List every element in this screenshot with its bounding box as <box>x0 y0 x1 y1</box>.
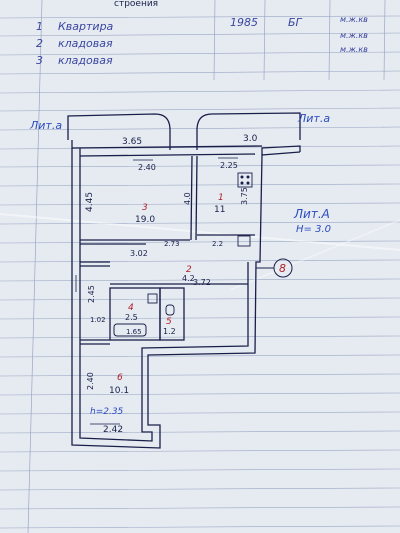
liter-left: Лит.а <box>29 119 62 132</box>
dim-corridor-len: 3.72 <box>193 278 211 287</box>
room-labels: 1 11 2 4.2 3 19.0 4 2.5 5 1.2 6 10.1 <box>109 193 225 396</box>
row-unit: БГ <box>288 16 303 29</box>
dim-room3-side: 4.0 <box>183 192 192 205</box>
room-4: 4 2.5 <box>125 303 138 322</box>
column-lines <box>27 0 386 533</box>
room-area: 2.5 <box>125 313 138 322</box>
row-value: 1985 <box>230 16 258 29</box>
row-num: 1 <box>36 20 43 33</box>
dim-left-low: 1.02 <box>90 316 106 324</box>
header-row-1: 1 Квартира 1985 БГ м.ж.кв <box>36 15 368 33</box>
room-area: 19.0 <box>135 215 155 225</box>
room-3: 3 19.0 <box>135 203 155 225</box>
room-area: 11 <box>214 205 225 215</box>
dim-corridor: 3.02 <box>130 249 148 258</box>
height-left: h=2.35 <box>90 407 124 417</box>
dim-left-mid: 2.45 <box>87 285 96 303</box>
liter-right-top: Лит.а <box>297 112 330 125</box>
dim-bottom-side: 2.40 <box>86 372 95 390</box>
room-2: 2 4.2 <box>182 265 195 283</box>
dim-small2: 2.2 <box>212 240 223 248</box>
room-5: 5 1.2 <box>163 317 176 336</box>
dim-small1: 2.73 <box>164 240 180 248</box>
dim-mid-door: 2.40 <box>138 163 156 172</box>
row-label: кладовая <box>58 37 113 50</box>
room-area: 1.2 <box>163 327 176 336</box>
row-right: м.ж.кв <box>340 45 368 54</box>
room-area: 10.1 <box>109 386 129 396</box>
row-right: м.ж.кв <box>340 31 368 40</box>
header-row-2: 2 кладовая м.ж.кв <box>36 31 368 50</box>
room-1: 1 11 <box>214 193 225 215</box>
liter-right: Лит.А <box>293 207 330 221</box>
row-num: 3 <box>36 54 43 67</box>
room-number: 3 <box>142 203 148 213</box>
stove <box>237 172 253 188</box>
column-title: строения <box>114 0 158 9</box>
sink <box>147 293 158 304</box>
room-6: 6 10.1 <box>109 373 129 396</box>
dim-room1-side: 3.75 <box>240 187 249 205</box>
dimensions: 3.65 3.0 2.40 2.25 4.45 4.0 3.75 3.02 2.… <box>85 134 258 435</box>
header-row-3: 3 кладовая м.ж.кв <box>36 45 368 67</box>
windows <box>75 157 238 425</box>
room-number: 5 <box>166 317 172 327</box>
dim-bath-width: 1.65 <box>126 328 142 336</box>
kitchen-sink <box>237 235 251 247</box>
fold-crease <box>0 213 400 251</box>
dim-top-right: 3.0 <box>243 134 258 144</box>
dim-top-left: 3.65 <box>122 137 142 147</box>
ruled-lines <box>0 15 400 529</box>
row-num: 2 <box>36 37 43 50</box>
room-number: 1 <box>218 193 224 203</box>
dim-room1-inner: 2.25 <box>220 161 238 170</box>
height-right: H= 3.0 <box>296 224 331 235</box>
room-area: 4.2 <box>182 274 195 283</box>
bathtub <box>113 323 147 337</box>
walls <box>67 112 301 449</box>
room-number: 6 <box>117 373 123 383</box>
row-label: кладовая <box>58 54 113 67</box>
dim-left-side: 4.45 <box>85 192 95 212</box>
toilet <box>165 304 175 316</box>
row-label: Квартира <box>58 20 114 33</box>
fold-crease-2 <box>229 219 400 291</box>
room-number: 2 <box>186 265 192 275</box>
dim-bottom-width: 2.42 <box>103 425 123 435</box>
entrance-number: 8 <box>279 262 286 275</box>
room-number: 4 <box>128 303 134 313</box>
row-right: м.ж.кв <box>340 15 368 24</box>
